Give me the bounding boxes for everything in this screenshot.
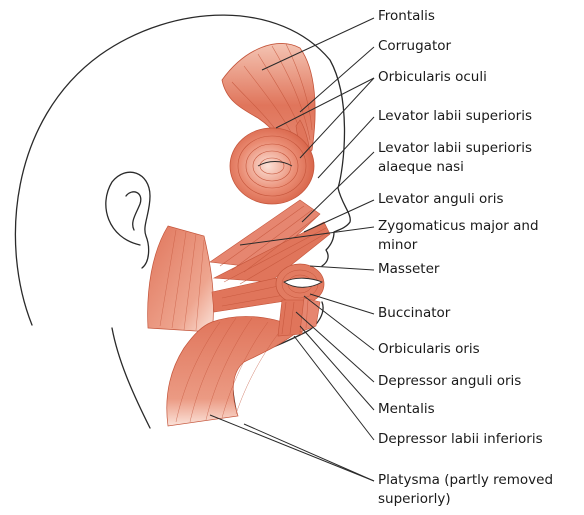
masseter-muscle [148, 226, 214, 332]
label-depressor-anguli-oris: Depressor anguli oris [378, 373, 521, 390]
ear [106, 172, 150, 268]
label-orbicularis-oris: Orbicularis oris [378, 341, 480, 358]
label-levator-labii-alaeque-line2: alaeque nasi [378, 159, 464, 176]
label-zygomaticus-line2: minor [378, 237, 417, 254]
label-zygomaticus-line1: Zygomaticus major and [378, 218, 539, 235]
label-depressor-labii-inferioris: Depressor labii inferioris [378, 431, 543, 448]
label-corrugator: Corrugator [378, 38, 451, 55]
label-mentalis: Mentalis [378, 401, 435, 418]
label-orbicularis-oculi: Orbicularis oculi [378, 69, 487, 86]
label-buccinator: Buccinator [378, 305, 450, 322]
label-levator-anguli-oris: Levator anguli oris [378, 191, 504, 208]
label-platysma-line2: superiorly) [378, 491, 451, 508]
label-levator-labii-superioris: Levator labii superioris [378, 108, 532, 125]
orbicularis-oculi-muscle [230, 128, 314, 204]
label-levator-labii-alaeque-line1: Levator labii superioris [378, 140, 532, 157]
label-platysma-line1: Platysma (partly removed [378, 472, 553, 489]
orbicularis-oris-muscle [276, 264, 324, 304]
label-frontalis: Frontalis [378, 8, 435, 25]
label-masseter: Masseter [378, 261, 439, 278]
